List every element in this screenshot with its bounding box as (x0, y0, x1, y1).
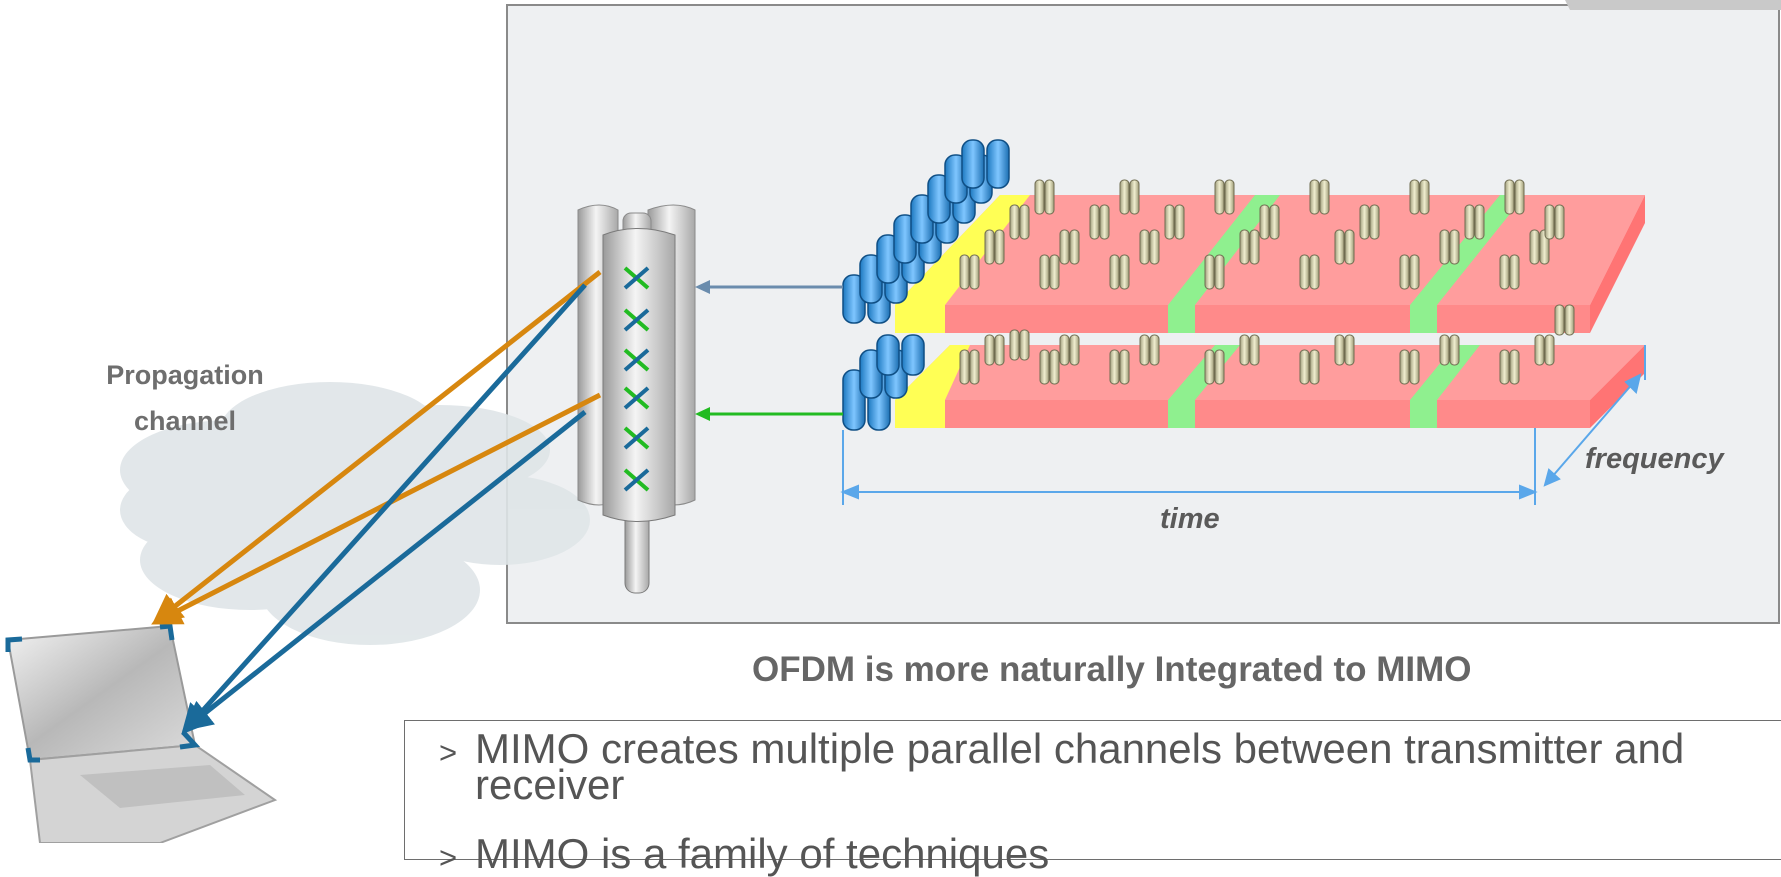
frequency-axis-label: frequency (1585, 443, 1724, 475)
stream-arrows (695, 280, 843, 421)
bullet-text: MIMO creates multiple parallel channels … (475, 725, 1685, 808)
bullet-text: MIMO is a family of techniques (475, 830, 1050, 877)
slide-heading: OFDM is more naturally Integrated to MIM… (752, 650, 1472, 689)
propagation-beams (151, 270, 602, 735)
corner-decoration (1565, 0, 1781, 10)
laptop-icon (5, 623, 278, 843)
pilot-symbols-upper (959, 179, 1565, 290)
propagation-channel-label: Propagation channel (106, 360, 264, 436)
bullet-marker: > (439, 840, 458, 875)
time-axis-label: time (1160, 503, 1220, 535)
axes (840, 345, 1646, 505)
bullet-marker: > (439, 735, 458, 770)
mimo-ofdm-diagram (5, 0, 1781, 843)
antenna-stream-cylinders (842, 139, 1010, 431)
bullet-list: > MIMO creates multiple parallel channel… (404, 720, 1781, 875)
pilot-symbols-lower (959, 304, 1575, 385)
antenna-tower-icon (577, 204, 696, 594)
cloud-icon (120, 382, 590, 645)
